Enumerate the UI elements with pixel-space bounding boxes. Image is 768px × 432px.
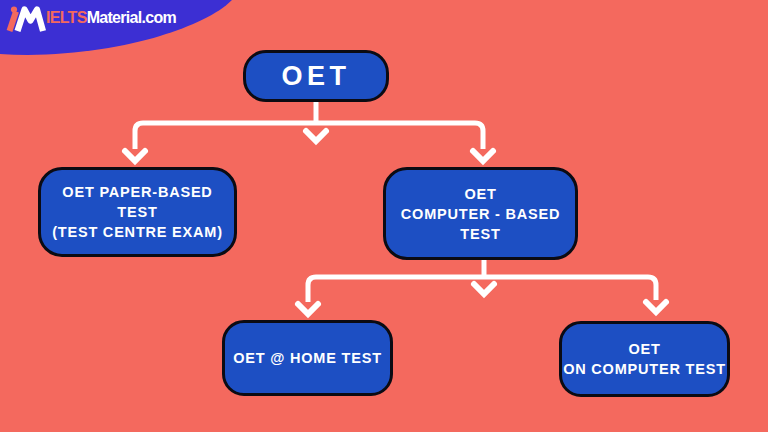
brand-name: IELTSMaterial.com (46, 10, 176, 26)
flowchart-node-paper-based-test: OET PAPER-BASED TEST (TEST CENTRE EXAM) (38, 167, 237, 257)
flowchart-node-computer-based-test: OET COMPUTER - BASED TEST (383, 167, 578, 260)
flowchart-node-on-computer-test: OET ON COMPUTER TEST (559, 321, 730, 397)
flowchart-node-oet: OET (243, 50, 389, 102)
arrowhead-center-level1 (306, 131, 326, 141)
brand-banner: IELTSMaterial.com (0, 0, 280, 79)
arrowhead-to-paper (125, 151, 145, 161)
arrowhead-to-oncomputer (646, 302, 666, 312)
flowchart-node-home-test: OET @ HOME TEST (222, 320, 393, 396)
arrowhead-center-level2 (474, 284, 494, 294)
brand-name-material: Material.com (87, 9, 176, 26)
arrowhead-to-computer (473, 151, 493, 161)
arrowhead-to-home (298, 304, 318, 314)
brand-name-ielts: IELTS (46, 9, 87, 26)
